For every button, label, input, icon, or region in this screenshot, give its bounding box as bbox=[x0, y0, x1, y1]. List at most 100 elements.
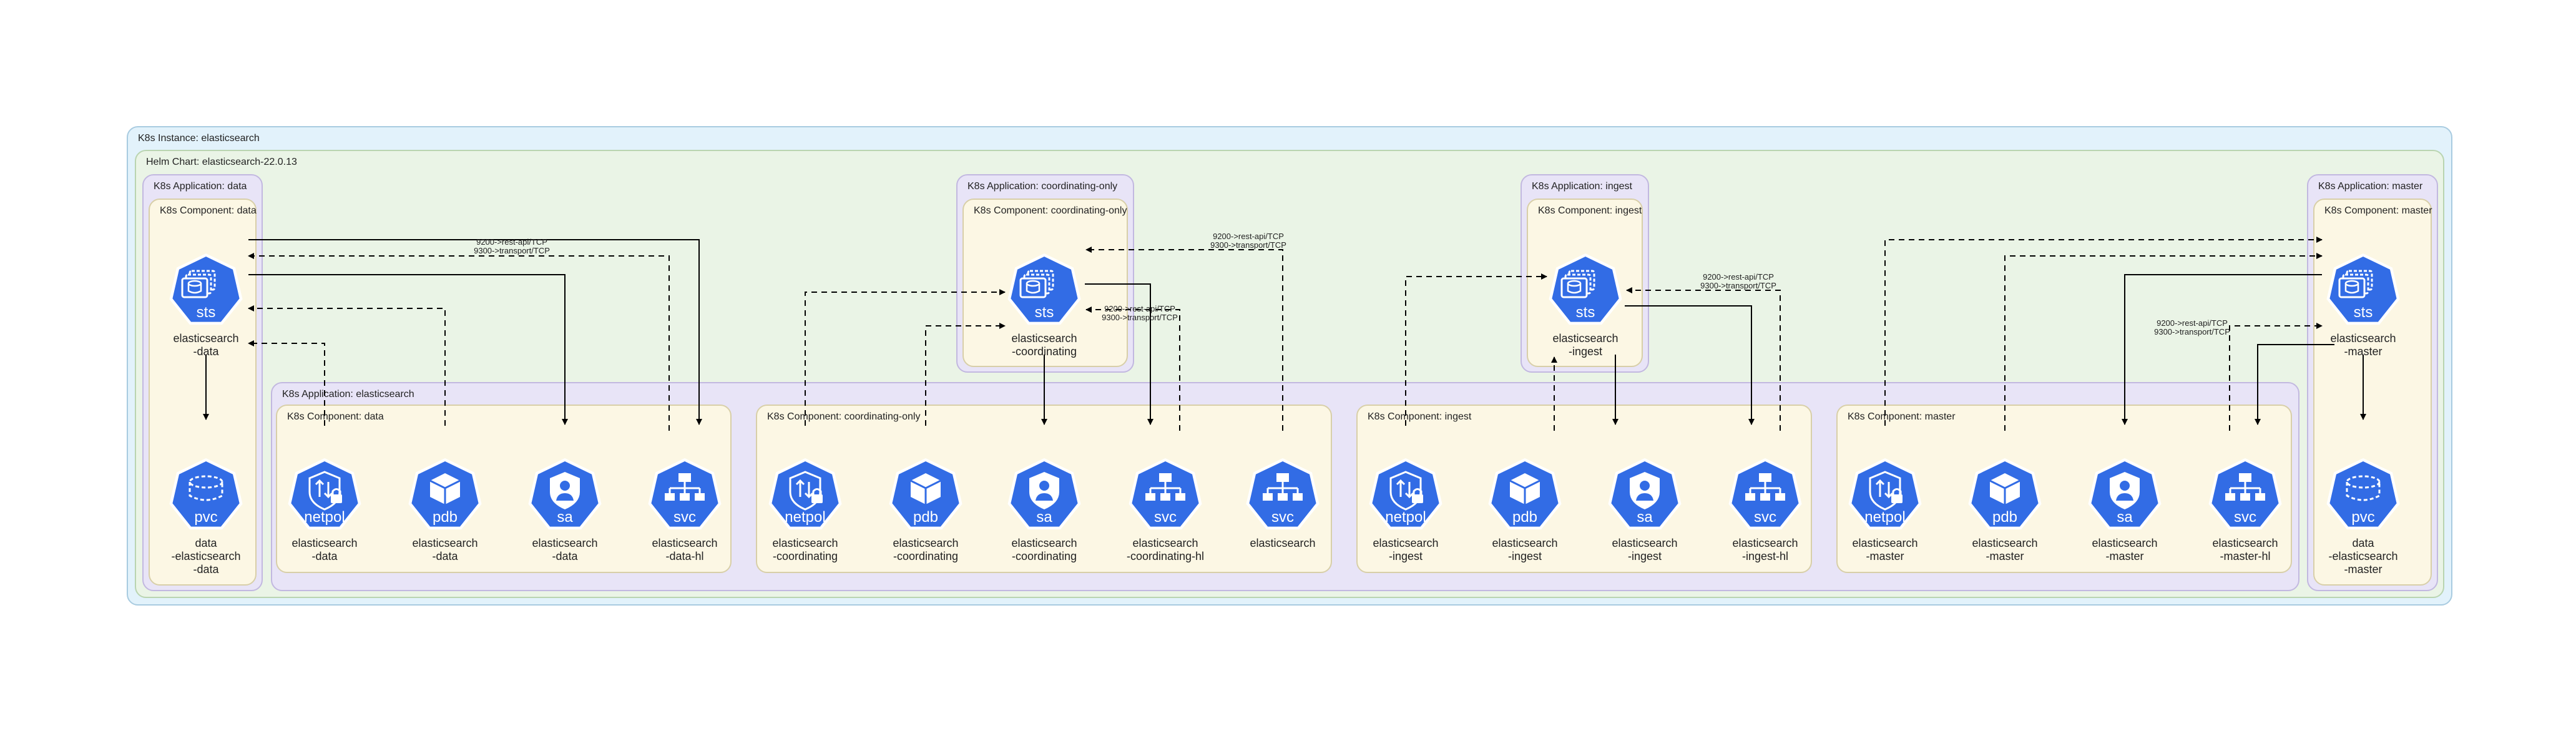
node-label-line: elasticsearch bbox=[1011, 537, 1077, 549]
node-label: elasticsearch-data bbox=[278, 537, 371, 563]
pdb-icon: pdb bbox=[1488, 458, 1562, 530]
edge-label: 9300->transport/TCP bbox=[1210, 240, 1286, 250]
node-label-line: -ingest bbox=[1388, 550, 1423, 562]
node-label-line: elasticsearch bbox=[1552, 332, 1619, 345]
cluster-label: K8s Component: master bbox=[2324, 205, 2432, 216]
node-badge: sa bbox=[2117, 509, 2133, 526]
cluster-label: K8s Component: data bbox=[287, 411, 384, 422]
pvc-icon: pvc bbox=[2326, 458, 2400, 530]
node-label-line: -coordinating bbox=[893, 550, 959, 562]
node-label-line: -elasticsearch bbox=[2328, 550, 2398, 562]
edge-label: 9200->rest-api/TCP bbox=[1703, 272, 1774, 282]
edge-sts-master-to-sa-master bbox=[2122, 274, 2322, 425]
edge-label: 9200->rest-api/TCP bbox=[1213, 232, 1284, 241]
node-badge: pvc bbox=[2351, 509, 2374, 526]
node-label-line: -data bbox=[193, 345, 219, 358]
cluster-label: K8s Application: coordinating-only bbox=[967, 181, 1118, 192]
node-label: elasticsearch-ingest bbox=[1359, 537, 1452, 563]
sts-icon: sts bbox=[169, 253, 243, 325]
node-svc-elasticsearch-coordinating-hl[interactable]: svc elasticsearch-coordinating-hl bbox=[1119, 457, 1212, 563]
node-label-line: -ingest-hl bbox=[1741, 550, 1789, 562]
node-label-line: -elasticsearch bbox=[171, 550, 241, 562]
node-label-line: -data-hl bbox=[665, 550, 704, 562]
edge-label: 9200->rest-api/TCP bbox=[2157, 318, 2228, 328]
node-label: elasticsearch bbox=[1236, 537, 1330, 550]
svc-icon: svc bbox=[1129, 458, 1202, 530]
node-badge: netpol bbox=[1385, 509, 1426, 526]
node-label-line: elasticsearch bbox=[173, 332, 239, 345]
edge-netpol-ingest-to-sts-ingest bbox=[1405, 273, 1547, 426]
pdb-icon: pdb bbox=[1968, 458, 2042, 530]
node-label: elasticsearch-data bbox=[398, 537, 492, 563]
node-sts-elasticsearch-data[interactable]: sts elasticsearch-data bbox=[159, 252, 253, 358]
cluster-label: K8s Component: ingest bbox=[1538, 205, 1642, 216]
node-label-line: -master bbox=[2344, 345, 2383, 358]
edge-pdb-data-to-sts-data bbox=[248, 305, 446, 426]
edge-svc-ingest-hl-to-sts-ingest bbox=[1626, 287, 1781, 431]
edge-label: 9200->rest-api/TCP bbox=[1104, 304, 1175, 313]
node-svc-elasticsearch-data-hl[interactable]: svc elasticsearch-data-hl bbox=[638, 457, 732, 563]
node-label-line: -coordinating-hl bbox=[1126, 550, 1205, 562]
node-badge: svc bbox=[1271, 509, 1294, 526]
node-badge: sts bbox=[197, 304, 216, 321]
node-svc-elasticsearch-ingest-hl[interactable]: svc elasticsearch-ingest-hl bbox=[1718, 457, 1812, 563]
node-sts-elasticsearch-master[interactable]: sts elasticsearch-master bbox=[2316, 252, 2410, 358]
netpol-icon: netpol bbox=[288, 458, 361, 530]
node-label-line: -master-hl bbox=[2220, 550, 2271, 562]
svc-icon: svc bbox=[1728, 458, 1802, 530]
node-label-line: elasticsearch bbox=[1250, 537, 1316, 549]
edge-sts-data-to-svc-data-hl bbox=[248, 239, 702, 425]
edge-label: 9200->rest-api/TCP bbox=[476, 237, 547, 247]
node-netpol-elasticsearch-ingest[interactable]: netpol elasticsearch-ingest bbox=[1359, 457, 1452, 563]
cluster-label: K8s Component: data bbox=[160, 205, 257, 216]
node-badge: sts bbox=[1035, 304, 1054, 321]
node-label: elasticsearch-master bbox=[1838, 537, 1932, 563]
node-badge: netpol bbox=[785, 509, 825, 526]
node-label-line: elasticsearch bbox=[2212, 537, 2278, 549]
node-badge: sa bbox=[1036, 509, 1052, 526]
sts-icon: sts bbox=[2326, 253, 2400, 325]
node-netpol-elasticsearch-data[interactable]: netpol elasticsearch-data bbox=[278, 457, 371, 563]
node-label: elasticsearch-ingest bbox=[1539, 332, 1632, 358]
node-label-line: elasticsearch bbox=[652, 537, 718, 549]
sa-icon: sa bbox=[1608, 458, 1682, 530]
node-label: elasticsearch-master bbox=[2316, 332, 2410, 358]
node-label: elasticsearch-ingest-hl bbox=[1718, 537, 1812, 563]
node-badge: svc bbox=[673, 509, 696, 526]
node-label-line: -ingest bbox=[1627, 550, 1662, 562]
node-pdb-elasticsearch-ingest[interactable]: pdb elasticsearch-ingest bbox=[1478, 457, 1572, 563]
edge-sts-data-to-sa-data bbox=[248, 274, 568, 425]
node-badge: sa bbox=[1637, 509, 1653, 526]
cluster-label: K8s Instance: elasticsearch bbox=[138, 133, 260, 144]
cluster-label: K8s Application: elasticsearch bbox=[282, 389, 414, 400]
node-label: elasticsearch-coordinating-hl bbox=[1119, 537, 1212, 563]
sa-icon: sa bbox=[1007, 458, 1081, 530]
node-svc-elasticsearch-master-hl[interactable]: svc elasticsearch-master-hl bbox=[2198, 457, 2292, 563]
node-label-line: -coordinating bbox=[772, 550, 838, 562]
cluster-label: Helm Chart: elasticsearch-22.0.13 bbox=[146, 157, 297, 167]
node-label-line: elasticsearch bbox=[1852, 537, 1918, 549]
node-svc-elasticsearch[interactable]: svc elasticsearch bbox=[1236, 457, 1330, 550]
sa-icon: sa bbox=[528, 458, 602, 530]
svc-icon: svc bbox=[2208, 458, 2282, 530]
node-label: elasticsearch-data bbox=[159, 332, 253, 358]
node-badge: netpol bbox=[304, 509, 345, 526]
node-label-line: elasticsearch bbox=[1011, 332, 1077, 345]
cluster-label: K8s Application: data bbox=[154, 181, 247, 192]
cluster-label: K8s Component: ingest bbox=[1368, 411, 1472, 422]
node-label: elasticsearch-ingest bbox=[1478, 537, 1572, 563]
node-badge: pvc bbox=[194, 509, 217, 526]
